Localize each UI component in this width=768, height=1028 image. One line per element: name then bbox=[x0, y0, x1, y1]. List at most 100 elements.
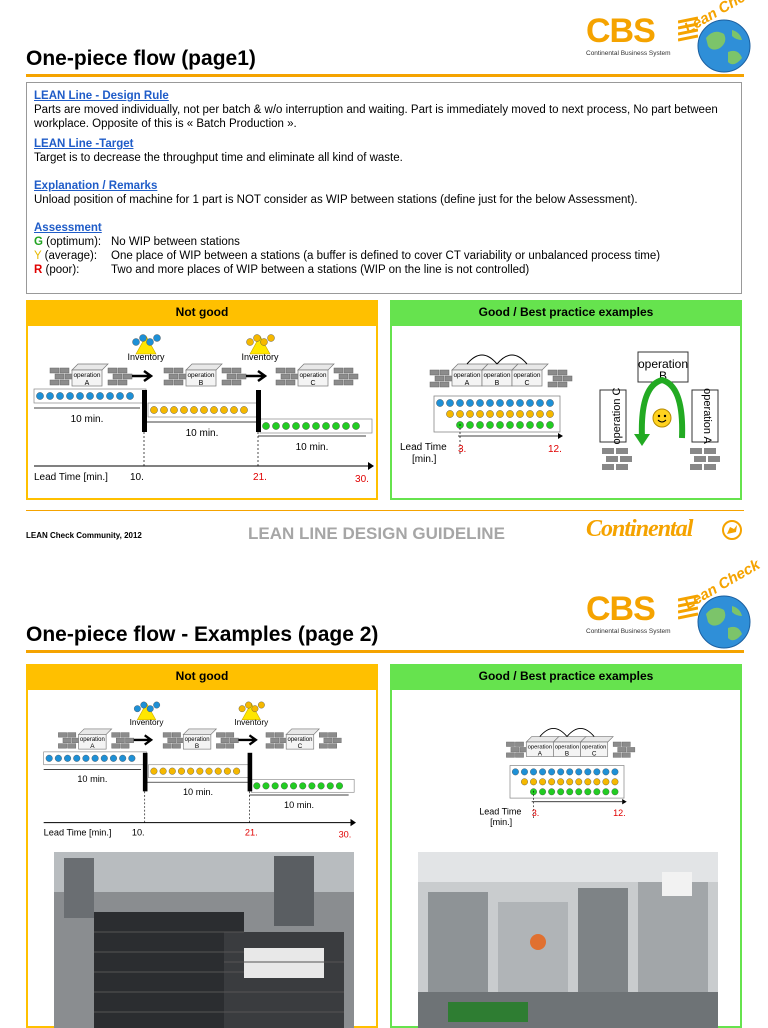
brick bbox=[265, 743, 275, 749]
brick bbox=[547, 369, 558, 376]
part-dot bbox=[506, 410, 514, 418]
part-dot bbox=[64, 754, 72, 762]
part-dot bbox=[516, 399, 524, 407]
operation-label: operation bbox=[185, 737, 210, 743]
part-dot bbox=[602, 788, 610, 796]
part-dot bbox=[476, 410, 484, 418]
brick-wall-icon bbox=[506, 741, 529, 758]
part-dot bbox=[466, 399, 474, 407]
part-dot bbox=[257, 701, 265, 709]
part-dot bbox=[536, 410, 544, 418]
axis-arrow-icon bbox=[558, 433, 563, 439]
assessment-heading[interactable]: Assessment bbox=[34, 222, 102, 234]
operation-label: operation bbox=[528, 744, 553, 750]
title-rule bbox=[26, 650, 744, 653]
part-dot bbox=[546, 399, 554, 407]
brick bbox=[221, 379, 232, 386]
part-dot bbox=[575, 778, 583, 786]
brick bbox=[125, 737, 134, 743]
machine-top bbox=[182, 728, 218, 735]
part-dot bbox=[530, 778, 537, 786]
footer-guideline: LEAN LINE DESIGN GUIDELINE bbox=[248, 524, 505, 543]
part-dot bbox=[593, 788, 601, 796]
tick-label: 12. bbox=[548, 444, 562, 455]
machine-front bbox=[185, 369, 217, 387]
batch-row bbox=[262, 422, 360, 430]
brick bbox=[220, 737, 230, 743]
part-dot bbox=[86, 392, 94, 400]
brick bbox=[168, 373, 179, 380]
part-row bbox=[511, 768, 619, 776]
part-dot bbox=[100, 754, 108, 762]
brick bbox=[348, 373, 359, 380]
explanation-text: Unload position of machine for 1 part is… bbox=[34, 194, 638, 206]
operation-letter: C bbox=[298, 743, 303, 750]
brick bbox=[506, 752, 515, 758]
part-dot bbox=[190, 406, 198, 414]
brick bbox=[562, 375, 573, 382]
machine-top bbox=[285, 728, 321, 735]
operation-b-box bbox=[637, 351, 689, 383]
brick-wall-left-icon bbox=[602, 448, 632, 470]
batch-separator bbox=[142, 752, 148, 792]
operation-letter: C bbox=[592, 751, 597, 758]
part-dot bbox=[308, 782, 316, 790]
tick-label: 21. bbox=[245, 827, 258, 837]
part-dot bbox=[496, 399, 504, 407]
part-dot bbox=[476, 421, 484, 429]
part-dot bbox=[187, 767, 195, 775]
brick bbox=[612, 741, 622, 747]
lead-time-label: Lead Time bbox=[400, 442, 447, 453]
part-dot bbox=[536, 399, 544, 407]
operation-letter: B bbox=[565, 751, 569, 758]
machine-front bbox=[78, 734, 107, 750]
part-dot bbox=[46, 392, 54, 400]
tick-label: 30. bbox=[339, 829, 352, 839]
brick bbox=[111, 743, 121, 749]
slide-page-2: One-piece flow - Examples (page 2) CBS C… bbox=[0, 556, 768, 1028]
brick bbox=[439, 369, 450, 376]
brick-wall-icon bbox=[319, 732, 342, 749]
brick bbox=[612, 752, 622, 758]
part-row bbox=[456, 421, 554, 429]
inventory-label: Inventory bbox=[234, 718, 269, 727]
brick bbox=[328, 743, 337, 749]
duration-label: 10 min. bbox=[77, 774, 107, 784]
part-dot bbox=[146, 705, 154, 713]
part-dot bbox=[230, 406, 238, 414]
assessment-text: No WIP between stations bbox=[111, 236, 240, 248]
explanation-heading[interactable]: Explanation / Remarks bbox=[34, 180, 158, 192]
part-dot bbox=[611, 788, 619, 796]
brick-wall-icon bbox=[612, 741, 636, 758]
cbs-letters: CBS bbox=[586, 12, 656, 50]
part-dot bbox=[312, 422, 320, 430]
batch-row bbox=[36, 392, 134, 400]
cbs-stripes-icon bbox=[678, 594, 698, 620]
part-dot bbox=[132, 338, 140, 346]
part-dot bbox=[566, 768, 574, 776]
brick bbox=[117, 379, 128, 386]
brick bbox=[163, 367, 174, 374]
footer-community: LEAN Check Community, 2012 bbox=[26, 531, 142, 540]
target-heading[interactable]: LEAN Line -Target bbox=[34, 138, 134, 150]
brick-wall-icon bbox=[265, 732, 289, 749]
part-dot bbox=[56, 392, 64, 400]
brick bbox=[333, 379, 344, 386]
part-dot bbox=[521, 778, 528, 786]
part-dot bbox=[496, 421, 504, 429]
part-dot bbox=[267, 334, 275, 342]
operation-letter: C bbox=[524, 380, 529, 387]
brick bbox=[332, 737, 342, 743]
part-dot bbox=[36, 392, 44, 400]
design-rule-heading[interactable]: LEAN Line - Design Rule bbox=[34, 90, 169, 102]
operation-b-letter: B bbox=[659, 369, 667, 383]
part-dot bbox=[557, 788, 565, 796]
batch-production-photo bbox=[54, 852, 354, 1028]
machine-top bbox=[511, 363, 549, 371]
part-dot bbox=[539, 788, 547, 796]
part-dot bbox=[280, 782, 288, 790]
